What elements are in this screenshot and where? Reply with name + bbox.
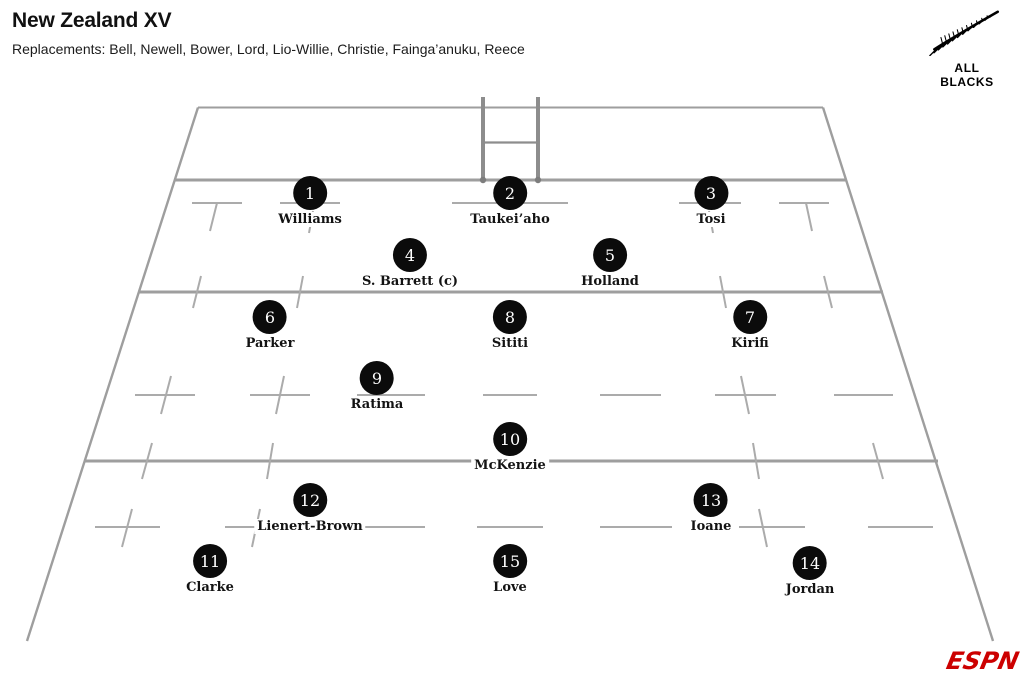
player-number: 4 bbox=[393, 238, 427, 272]
player-number: 6 bbox=[252, 300, 287, 334]
player-chip-7[interactable]: 7 Kirifi bbox=[728, 300, 772, 351]
player-number: 14 bbox=[792, 546, 827, 580]
all-blacks-label: ALL BLACKS bbox=[940, 61, 994, 89]
player-chip-5[interactable]: 5 Holland bbox=[578, 238, 642, 289]
player-number: 12 bbox=[292, 483, 327, 517]
player-name: Taukei’aho bbox=[467, 212, 553, 227]
player-chip-9[interactable]: 9 Ratima bbox=[347, 361, 407, 412]
player-name: Tosi bbox=[693, 212, 729, 227]
left-touchline bbox=[25, 107, 200, 642]
all-blacks-logo: ALL BLACKS bbox=[927, 6, 1007, 89]
player-name: McKenzie bbox=[471, 458, 549, 473]
player-name: Sititi bbox=[488, 336, 532, 351]
player-number: 10 bbox=[492, 422, 527, 456]
player-number: 11 bbox=[193, 544, 227, 578]
player-number: 2 bbox=[493, 176, 527, 210]
player-name: S. Barrett (c) bbox=[358, 274, 462, 289]
player-name: Lienert-Brown bbox=[254, 519, 366, 534]
player-chip-3[interactable]: 3 Tosi bbox=[693, 176, 729, 227]
right-touchline bbox=[821, 107, 995, 642]
player-chip-1[interactable]: 1 Williams bbox=[275, 176, 345, 227]
player-chip-8[interactable]: 8 Sititi bbox=[488, 300, 532, 351]
player-name: Kirifi bbox=[728, 336, 772, 351]
player-name: Parker bbox=[242, 336, 298, 351]
player-chip-11[interactable]: 11 Clarke bbox=[183, 544, 237, 595]
player-name: Williams bbox=[275, 212, 345, 227]
player-chip-6[interactable]: 6 Parker bbox=[242, 300, 298, 351]
goal-posts bbox=[479, 97, 542, 184]
player-number: 3 bbox=[694, 176, 728, 210]
player-number: 8 bbox=[493, 300, 527, 334]
player-chip-14[interactable]: 14 Jordan bbox=[782, 546, 838, 597]
player-number: 9 bbox=[360, 361, 394, 395]
espn-logo: ESPN bbox=[944, 647, 1020, 675]
player-chip-10[interactable]: 10 McKenzie bbox=[471, 422, 549, 473]
player-number: 1 bbox=[293, 176, 327, 210]
player-number: 5 bbox=[592, 238, 627, 272]
player-name: Clarke bbox=[183, 580, 237, 595]
player-name: Ratima bbox=[347, 397, 407, 412]
page-title: New Zealand XV bbox=[12, 9, 172, 32]
player-name: Love bbox=[490, 580, 530, 595]
player-chip-12[interactable]: 12 Lienert-Brown bbox=[254, 483, 366, 534]
player-name: Holland bbox=[578, 274, 642, 289]
player-name: Ioane bbox=[687, 519, 735, 534]
player-chip-2[interactable]: 2 Taukei’aho bbox=[467, 176, 553, 227]
player-chip-13[interactable]: 13 Ioane bbox=[687, 483, 735, 534]
player-number: 13 bbox=[694, 483, 728, 517]
player-number: 7 bbox=[732, 300, 767, 334]
player-name: Jordan bbox=[782, 582, 838, 597]
player-chip-4[interactable]: 4 S. Barrett (c) bbox=[358, 238, 462, 289]
player-chip-15[interactable]: 15 Love bbox=[490, 544, 530, 595]
replacements-text: Replacements: Bell, Newell, Bower, Lord,… bbox=[12, 41, 525, 57]
hash-marks bbox=[95, 202, 933, 548]
silver-fern-icon bbox=[929, 10, 1000, 57]
player-number: 15 bbox=[492, 544, 527, 578]
